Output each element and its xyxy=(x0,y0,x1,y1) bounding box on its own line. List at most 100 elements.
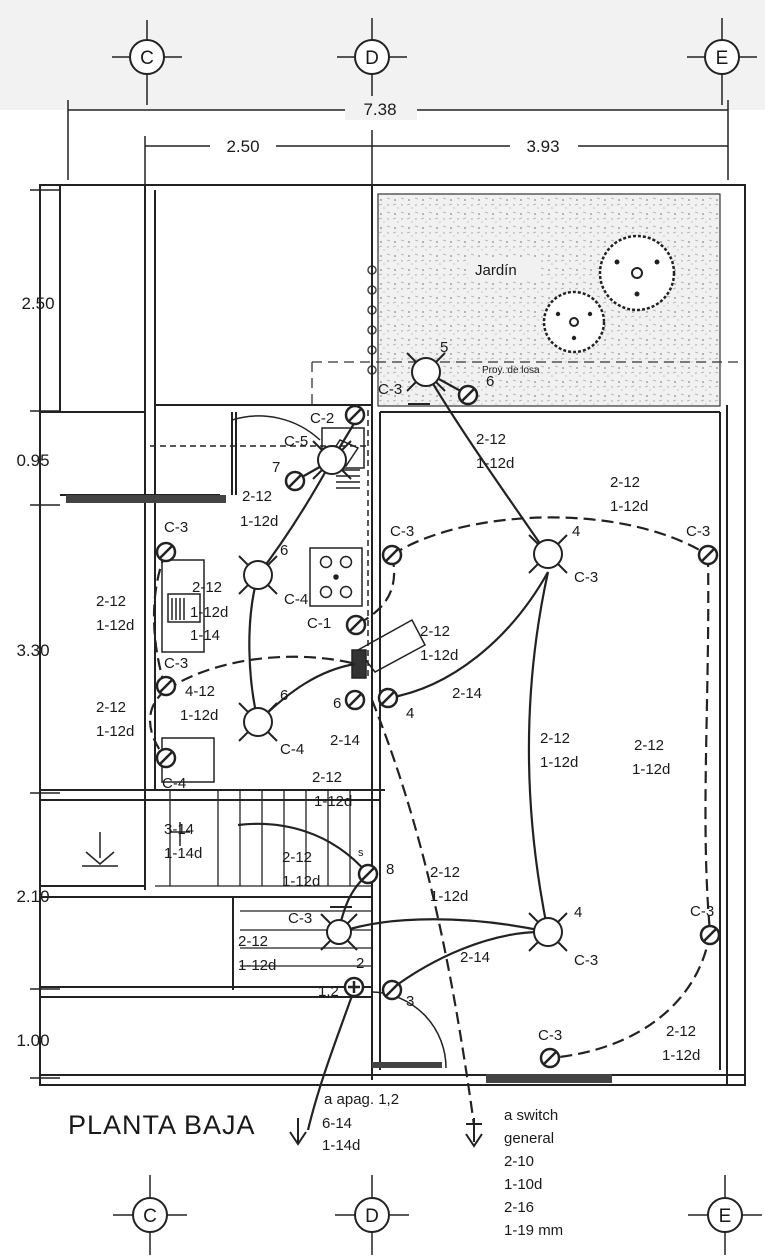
walls xyxy=(39,184,746,1086)
slab-projection-label: Proy. de losa xyxy=(482,365,540,376)
ceiling-light-icon xyxy=(312,440,352,480)
circuit-wires-solid xyxy=(237,371,550,1131)
svg-text:2-12: 2-12 xyxy=(666,1023,696,1040)
svg-text:2-12: 2-12 xyxy=(96,593,126,610)
kitchen-fixtures xyxy=(150,410,447,1069)
svg-text:E: E xyxy=(716,48,729,69)
svg-text:1-12d: 1-12d xyxy=(240,513,278,530)
svg-text:1-12d: 1-12d xyxy=(96,723,134,740)
dim-h5: 1.00 xyxy=(16,1031,49,1050)
svg-text:2-16: 2-16 xyxy=(504,1199,534,1216)
svg-text:C-3: C-3 xyxy=(574,952,598,969)
svg-text:C-3: C-3 xyxy=(164,655,188,672)
svg-text:2-14: 2-14 xyxy=(330,732,360,749)
svg-text:2-14: 2-14 xyxy=(452,685,482,702)
svg-text:C-3: C-3 xyxy=(538,1027,562,1044)
dim-h4: 2.10 xyxy=(16,887,49,906)
circuit-labels: C-3 5 6 C-2 C-5 7 C-3 6 C-4 C-1 C-3 4 C-… xyxy=(162,339,714,1044)
svg-text:C-3: C-3 xyxy=(686,523,710,540)
switch-ticks xyxy=(330,403,430,908)
svg-text:1-10d: 1-10d xyxy=(504,1176,542,1193)
grid-axis-top-c: C xyxy=(112,20,182,105)
dim-left-width: 2.50 xyxy=(226,137,259,156)
dim-h3: 3.30 xyxy=(16,641,49,660)
outlet-icon xyxy=(284,470,306,492)
grid-axis-top-d: D xyxy=(337,18,407,105)
svg-text:C-4: C-4 xyxy=(162,775,186,792)
svg-text:6: 6 xyxy=(280,542,288,559)
circuit-wires-dashed xyxy=(149,516,712,1126)
outlet-icon xyxy=(345,614,367,636)
outlet-icon xyxy=(377,687,399,709)
outlet-icon xyxy=(381,544,403,566)
garden-area: Jardín Proy. de losa xyxy=(311,193,740,410)
grid-axis-bottom-c: C xyxy=(113,1175,187,1255)
svg-text:6: 6 xyxy=(280,687,288,704)
svg-text:D: D xyxy=(365,48,379,69)
svg-text:2-12: 2-12 xyxy=(242,488,272,505)
ceiling-light-icon xyxy=(238,702,278,742)
outlet-icon xyxy=(381,979,403,1001)
note-to-main-switch: a switch general 2-10 1-10d 2-16 1-19 mm xyxy=(504,1107,563,1239)
svg-text:C-5: C-5 xyxy=(284,433,308,450)
svg-text:2-12: 2-12 xyxy=(540,730,570,747)
outlet-icon xyxy=(343,976,365,998)
svg-text:1-12d: 1-12d xyxy=(430,888,468,905)
svg-text:2-12: 2-12 xyxy=(430,864,460,881)
svg-text:1-12d: 1-12d xyxy=(96,617,134,634)
svg-text:2-12: 2-12 xyxy=(238,933,268,950)
garden-label: Jardín xyxy=(475,262,517,279)
grid-axis-bottom-d: D xyxy=(335,1175,409,1255)
ceiling-light-icon xyxy=(528,534,568,574)
svg-text:2-12: 2-12 xyxy=(282,849,312,866)
tree-icon xyxy=(542,290,606,354)
plan-title: PLANTA BAJA xyxy=(68,1110,256,1140)
ceiling-lights xyxy=(238,352,568,952)
svg-text:1-12d: 1-12d xyxy=(662,1047,700,1064)
svg-text:1,2: 1,2 xyxy=(318,983,339,1000)
ceiling-light-icon xyxy=(238,555,278,595)
svg-text:2: 2 xyxy=(356,955,364,972)
grid-axis-bottom-e: E xyxy=(688,1175,762,1255)
svg-text:E: E xyxy=(719,1206,732,1227)
svg-text:C-4: C-4 xyxy=(284,591,308,608)
outlet-icon xyxy=(457,384,479,406)
outlet-icon xyxy=(344,404,366,426)
svg-text:8: 8 xyxy=(386,861,394,878)
svg-text:6: 6 xyxy=(333,695,341,712)
svg-text:C-3: C-3 xyxy=(690,903,714,920)
outlet-icon xyxy=(697,544,719,566)
svg-text:1-12d: 1-12d xyxy=(238,957,276,974)
svg-text:2-12: 2-12 xyxy=(312,769,342,786)
dim-total-width: 7.38 xyxy=(363,100,396,119)
svg-text:C-3: C-3 xyxy=(164,519,188,536)
outlet-icon xyxy=(344,689,366,711)
dim-h1: 2.50 xyxy=(21,294,54,313)
ceiling-light-icon xyxy=(406,352,446,392)
outlet-icon xyxy=(357,863,379,885)
svg-text:1-19 mm: 1-19 mm xyxy=(504,1222,563,1239)
outlet-icon xyxy=(155,747,177,769)
svg-text:4: 4 xyxy=(406,705,414,722)
svg-text:4: 4 xyxy=(572,523,580,540)
svg-text:5: 5 xyxy=(440,339,448,356)
svg-text:1-12d: 1-12d xyxy=(282,873,320,890)
svg-text:1-14: 1-14 xyxy=(190,627,220,644)
svg-text:2-14: 2-14 xyxy=(460,949,490,966)
stairs xyxy=(155,790,372,967)
tree-icon xyxy=(598,234,676,312)
note-to-switchboard: a apag. 1,2 6-14 1-14d xyxy=(322,1091,399,1154)
grid-axis-top-e: E xyxy=(687,18,757,105)
outlet-icon xyxy=(539,1047,561,1069)
svg-text:1-12d: 1-12d xyxy=(632,761,670,778)
svg-text:C-3: C-3 xyxy=(378,381,402,398)
svg-text:C-4: C-4 xyxy=(280,741,304,758)
svg-text:1-14d: 1-14d xyxy=(322,1137,360,1154)
svg-text:2-12: 2-12 xyxy=(476,431,506,448)
svg-text:3-14: 3-14 xyxy=(164,821,194,838)
svg-text:6-14: 6-14 xyxy=(322,1115,352,1132)
outlet-icon xyxy=(155,675,177,697)
svg-text:1-12d: 1-12d xyxy=(314,793,352,810)
dim-h2: 0.95 xyxy=(16,451,49,470)
